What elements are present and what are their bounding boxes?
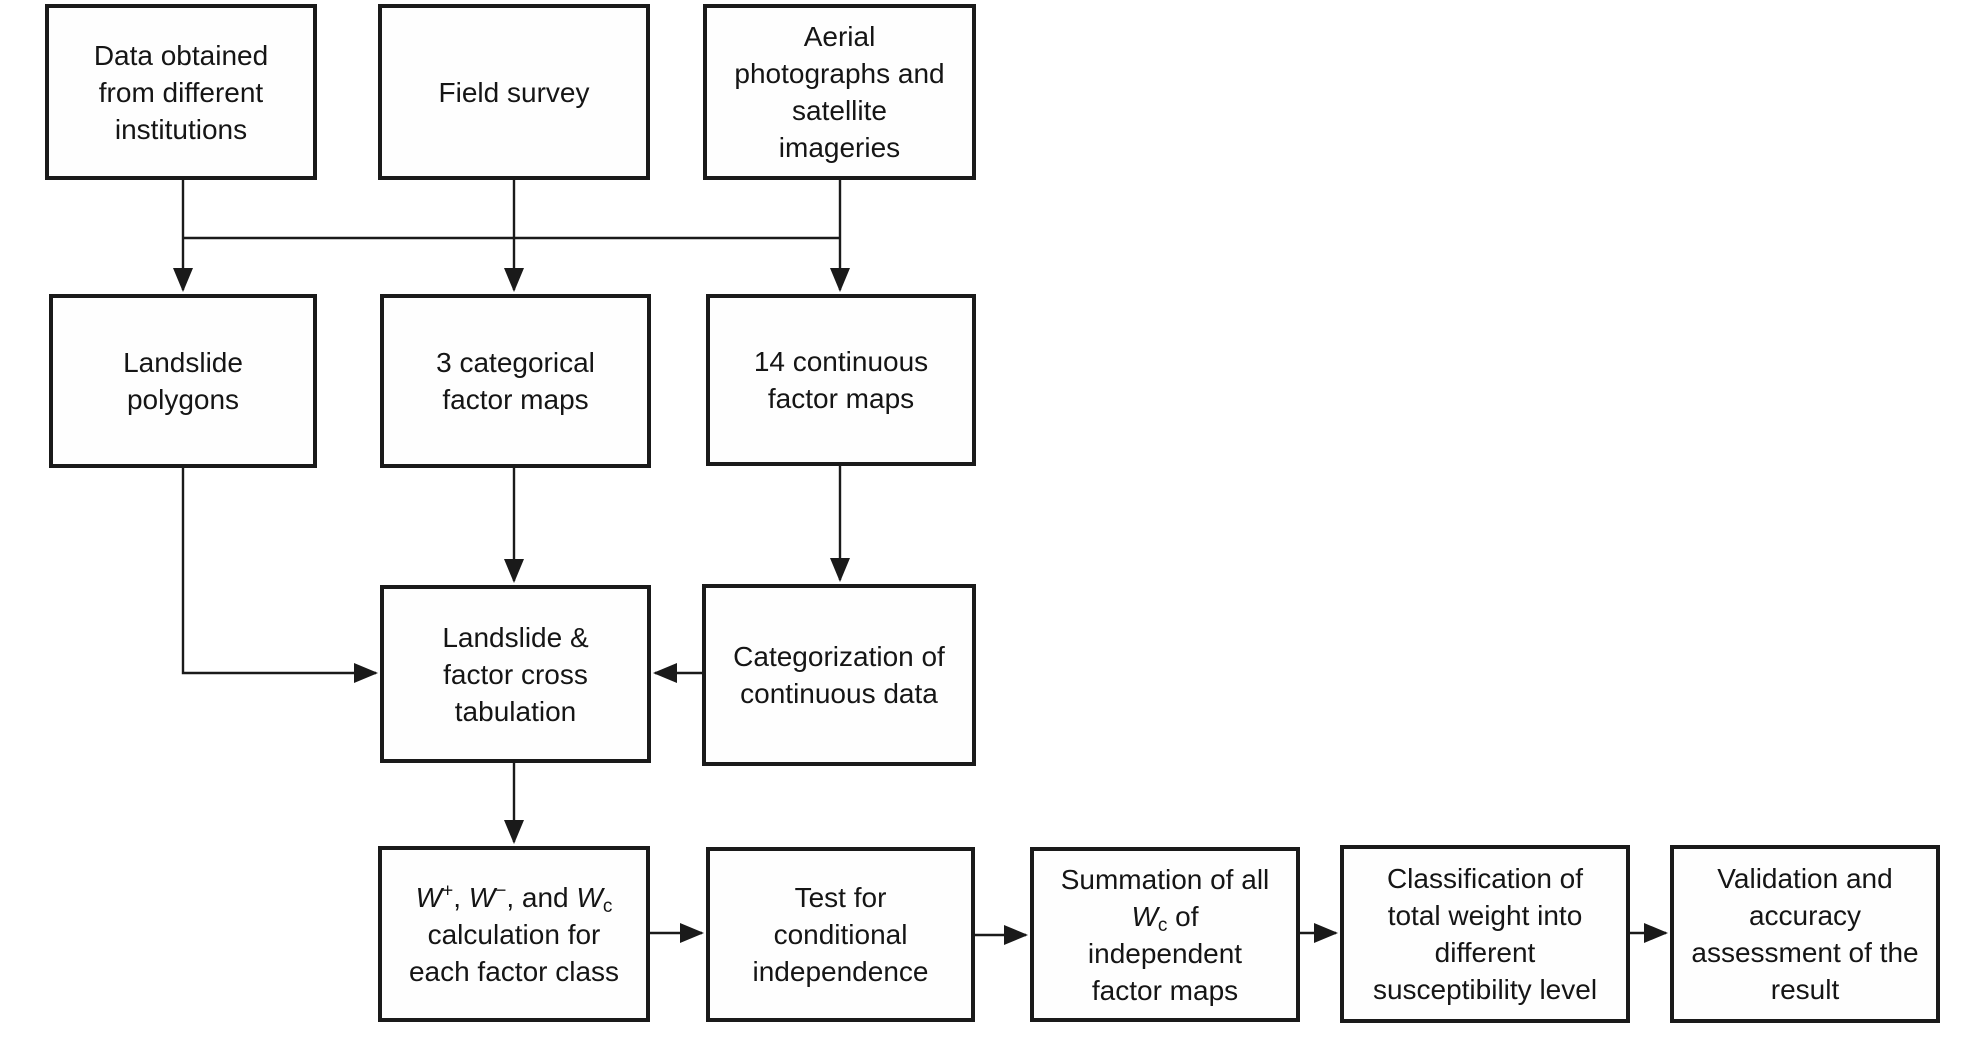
w-minus-superscript: − bbox=[495, 880, 507, 902]
box-label-line: factor maps bbox=[767, 383, 915, 414]
box-label-line: each factor class bbox=[408, 955, 620, 987]
box-label-line: satellite bbox=[792, 95, 887, 126]
box-label-line: Test for bbox=[794, 882, 887, 913]
box-label-line: different bbox=[1434, 937, 1536, 968]
w-c-symbol: W bbox=[1131, 900, 1158, 932]
weight-formula: W+, W−, and Wc bbox=[416, 879, 613, 916]
w-minus-symbol: W bbox=[468, 881, 496, 913]
box-label-line: Field survey bbox=[438, 76, 590, 108]
box-label-line: Classification of bbox=[1386, 863, 1584, 894]
box-aerial-photographs: Aerial photographs and satellite imageri… bbox=[703, 4, 976, 180]
box-label-line: susceptibility level bbox=[1372, 974, 1598, 1005]
w-c-subscript: c bbox=[1157, 914, 1168, 936]
box-classification: Classification of total weight into diff… bbox=[1340, 845, 1630, 1023]
box-categorization: Categorization of continuous data bbox=[702, 584, 976, 766]
box-summation: Summation of all Wc of independent facto… bbox=[1030, 847, 1300, 1022]
box-label-line: continuous data bbox=[740, 678, 938, 709]
box-label-line: 14 continuous bbox=[753, 346, 929, 377]
box-label-line: factor maps bbox=[442, 384, 589, 415]
box-label-line: Aerial bbox=[803, 21, 876, 52]
box-label-line: polygons bbox=[126, 384, 240, 415]
box-label-line: independent bbox=[1087, 937, 1243, 969]
arrow-landslide-polygons-to-cross-tab bbox=[181, 468, 378, 683]
w-c-symbol: W bbox=[576, 881, 603, 913]
w-plus-symbol: W bbox=[415, 881, 443, 913]
box-label-line: from different bbox=[98, 76, 264, 108]
box-label-line: imageries bbox=[778, 132, 901, 163]
box-label-line: Landslide & bbox=[442, 621, 589, 653]
box-continuous-factor-maps: 14 continuous factor maps bbox=[706, 294, 976, 466]
box-label-line: total weight into bbox=[1387, 900, 1583, 931]
box-label-line: factor cross bbox=[443, 658, 588, 690]
box-label-line: tabulation bbox=[454, 695, 577, 727]
box-label-line: institutions bbox=[114, 113, 248, 145]
box-label-line: calculation for bbox=[427, 918, 601, 950]
box-label-line: independence bbox=[752, 956, 929, 987]
box-label-line: accuracy bbox=[1748, 900, 1862, 931]
formula-separator: , and bbox=[506, 881, 577, 913]
w-plus-superscript: + bbox=[442, 880, 454, 902]
box-conditional-independence: Test for conditional independence bbox=[706, 847, 975, 1022]
box-validation: Validation and accuracy assessment of th… bbox=[1670, 845, 1940, 1023]
formula-separator: , bbox=[453, 881, 469, 913]
formula-suffix: of bbox=[1167, 900, 1199, 932]
box-label-line: Validation and bbox=[1717, 863, 1893, 894]
box-label-line: result bbox=[1770, 974, 1840, 1005]
box-label-line: factor maps bbox=[1091, 974, 1239, 1006]
box-label-line: assessment of the bbox=[1691, 937, 1919, 968]
box-label-line: Categorization of bbox=[733, 641, 945, 672]
w-c-subscript: c bbox=[602, 895, 613, 917]
box-label-line: conditional bbox=[773, 919, 908, 950]
box-categorical-factor-maps: 3 categorical factor maps bbox=[380, 294, 651, 468]
summation-formula: Wc of bbox=[1131, 898, 1198, 935]
box-label-line: photographs and bbox=[734, 58, 945, 89]
box-label-line: Data obtained bbox=[93, 39, 269, 71]
box-field-survey: Field survey bbox=[378, 4, 650, 180]
box-label-line: Summation of all bbox=[1060, 863, 1270, 895]
box-label-line: Landslide bbox=[123, 347, 243, 378]
box-label-line: 3 categorical bbox=[436, 347, 595, 378]
box-data-institutions: Data obtained from different institution… bbox=[45, 4, 317, 180]
box-weight-calculation: W+, W−, and Wc calculation for each fact… bbox=[378, 846, 650, 1022]
box-cross-tabulation: Landslide & factor cross tabulation bbox=[380, 585, 651, 763]
box-landslide-polygons: Landslide polygons bbox=[49, 294, 317, 468]
